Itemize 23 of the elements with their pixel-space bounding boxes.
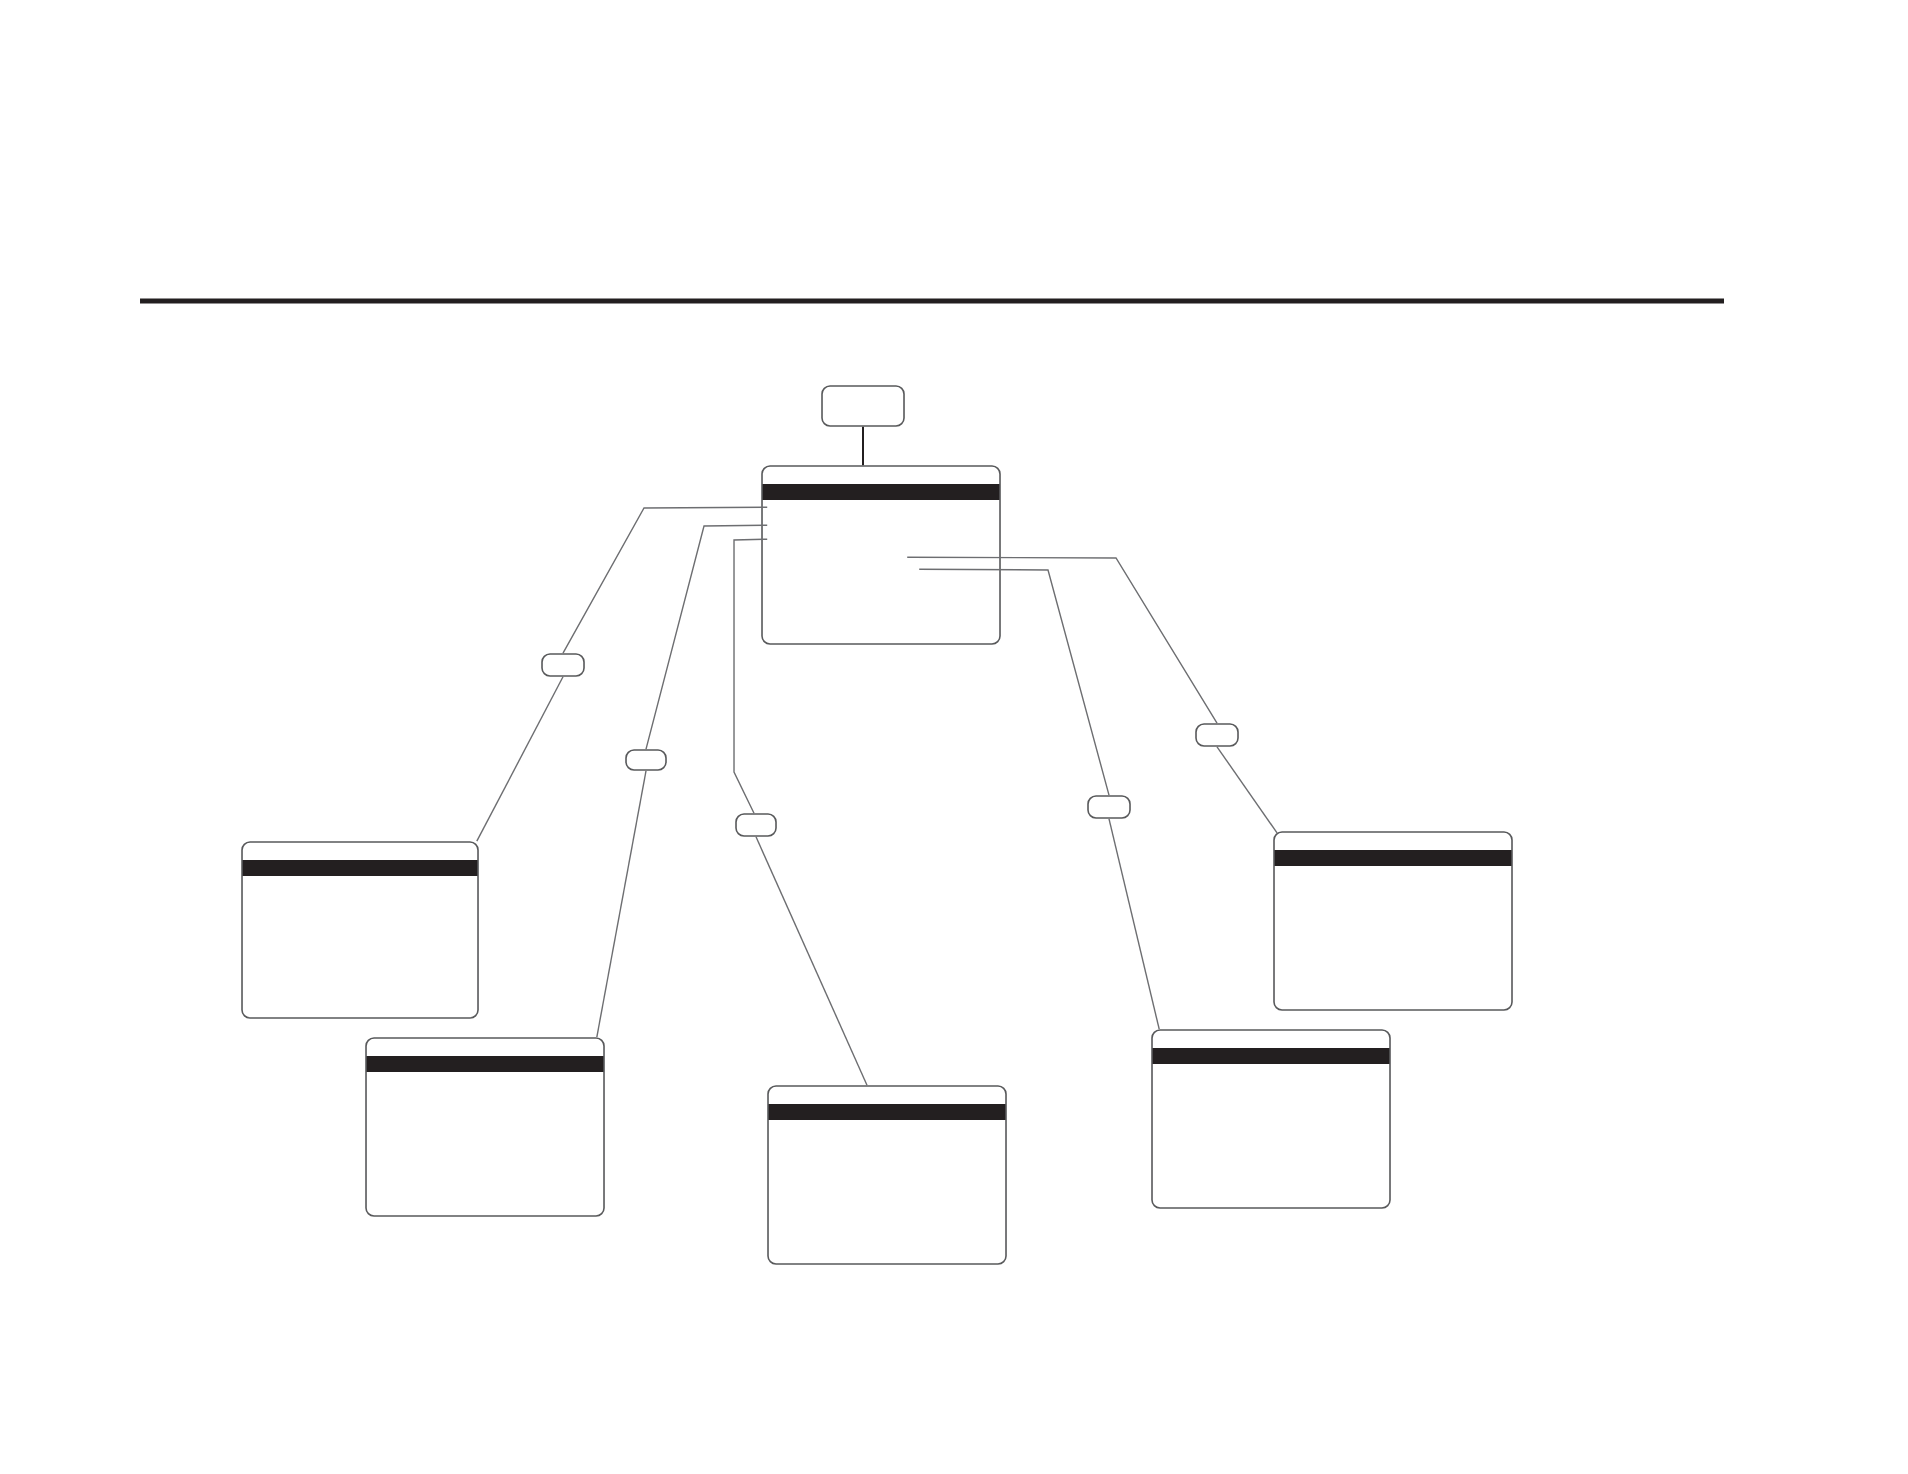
connector-line — [645, 524, 768, 750]
connector-line — [562, 506, 768, 654]
connector-line — [862, 425, 864, 467]
header-box — [767, 1085, 1007, 1265]
header-box — [365, 1037, 605, 1217]
header-box — [1151, 1029, 1391, 1209]
header-box — [241, 841, 479, 1019]
connector-line — [476, 676, 564, 842]
connector-line — [918, 568, 1110, 796]
tag-box — [1195, 723, 1239, 747]
header-box — [1273, 831, 1513, 1011]
connector-line — [1108, 818, 1160, 1030]
connector-line — [755, 836, 868, 1086]
tag-box — [1087, 795, 1131, 819]
connector-line — [1216, 746, 1278, 834]
connector-line — [733, 538, 768, 814]
tag-box — [625, 749, 667, 771]
connector-line — [596, 770, 647, 1038]
connector-line — [906, 556, 1218, 724]
rounded-box — [821, 385, 905, 427]
tag-box — [541, 653, 585, 677]
tag-box — [735, 813, 777, 837]
header-box — [761, 465, 1001, 645]
